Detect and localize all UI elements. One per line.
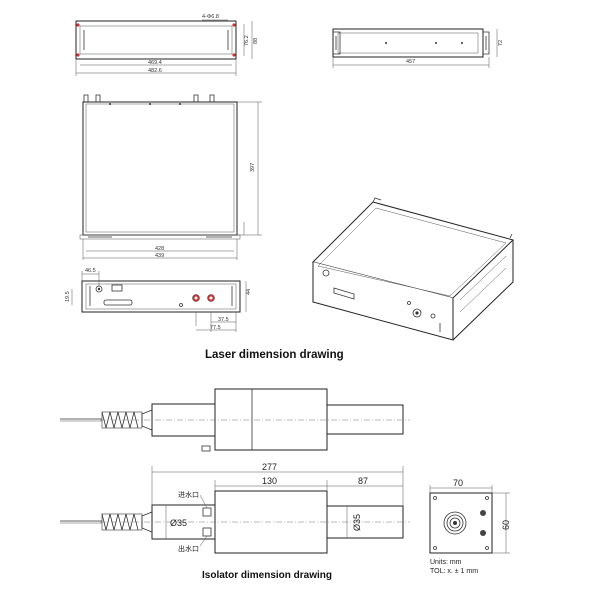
isolator-end-view: 70 60 Units: mm TOL: x. ± 1 mm — [429, 478, 511, 575]
hole-callout: 4-Φ6.8 — [202, 14, 219, 20]
front-width-1: 469.4 — [148, 60, 162, 66]
side-length: 457 — [406, 59, 415, 65]
panel-dim-right: 44 — [246, 289, 252, 295]
front-height-2: 88 — [253, 38, 259, 44]
laser-front-view: 4-Φ6.8 469.4 482.6 76.2 88 — [75, 14, 259, 76]
laser-isometric-view — [312, 197, 514, 341]
panel-dim-bottom-2: 77.5 — [210, 325, 221, 331]
side-height: 72 — [498, 40, 504, 46]
end-width: 70 — [453, 478, 463, 488]
total-length: 277 — [262, 462, 277, 472]
laser-drawing-title: Laser dimension drawing — [205, 349, 344, 361]
outlet-label: 出水口 — [178, 544, 199, 553]
units-note: Units: mm — [430, 559, 462, 566]
laser-top-view: 397 428 439 — [79, 94, 262, 260]
isolator-front-view: 进水口 出水口 277 130 87 Ø35 Ø35 — [60, 462, 410, 554]
top-width-1: 428 — [155, 246, 164, 252]
isolator-drawing-title: Isolator dimension drawing — [202, 570, 332, 581]
inlet-label: 进水口 — [178, 490, 199, 499]
isolator-top-view — [60, 388, 410, 452]
laser-side-view: 457 72 — [332, 28, 504, 68]
diameter-right: Ø35 — [352, 514, 362, 531]
tolerance-note: TOL: x. ± 1 mm — [430, 568, 478, 575]
body-length: 130 — [262, 476, 277, 486]
end-height: 60 — [501, 520, 511, 530]
top-width-2: 439 — [155, 253, 164, 259]
panel-dim-left: 46.5 — [85, 268, 96, 274]
tube-length: 87 — [358, 476, 368, 486]
panel-dim-bottom-1: 37.5 — [218, 317, 229, 323]
top-depth: 397 — [250, 163, 256, 172]
panel-dim-height: 19.5 — [65, 291, 71, 302]
laser-rear-panel: 46.5 19.5 44 37.5 77.5 — [65, 268, 252, 332]
diameter-left: Ø35 — [170, 518, 187, 528]
front-height-1: 76.2 — [244, 35, 250, 46]
front-width-2: 482.6 — [148, 68, 162, 74]
